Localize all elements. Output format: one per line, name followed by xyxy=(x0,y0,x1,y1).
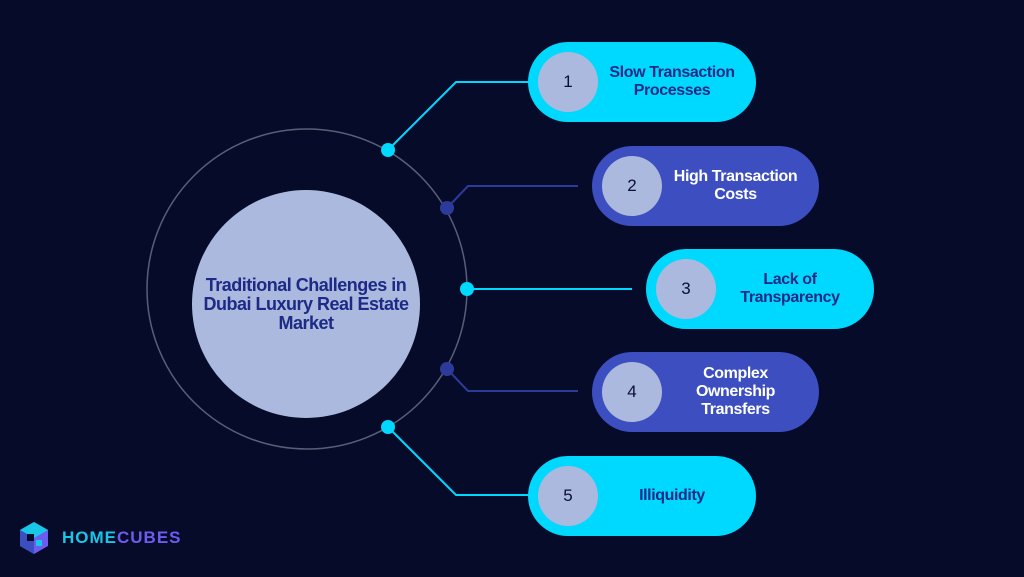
brand-logo: HOMECUBES xyxy=(16,520,182,556)
connector-line-4 xyxy=(446,368,578,392)
cube-logo-icon xyxy=(20,522,48,554)
challenge-item-5: 5 Illiquidity xyxy=(528,456,756,536)
center-title: Traditional Challenges in Dubai Luxury R… xyxy=(203,274,409,333)
item-label-4: Complex Ownership Transfers xyxy=(695,365,776,418)
connector-line-5 xyxy=(387,426,530,496)
brand-part-2: CUBES xyxy=(117,528,182,547)
item-number-4: 4 xyxy=(602,362,662,422)
item-number-1: 1 xyxy=(538,52,598,112)
item-label-2: High Transaction Costs xyxy=(673,168,798,203)
connector-dot-2 xyxy=(440,201,454,215)
item-number-2: 2 xyxy=(602,156,662,216)
item-number-5: 5 xyxy=(538,466,598,526)
connector-dot-5 xyxy=(381,420,395,434)
challenge-item-3: 3 Lack of Transparency xyxy=(646,249,874,329)
item-label-3: Lack of Transparency xyxy=(740,271,840,306)
connector-dot-1 xyxy=(381,143,395,157)
item-number-3: 3 xyxy=(656,259,716,319)
item-label-5: Illiquidity xyxy=(639,487,705,504)
brand-wordmark: HOMECUBES xyxy=(62,528,182,548)
connector-dot-3 xyxy=(460,282,474,296)
item-label-1: Slow Transaction Processes xyxy=(609,64,735,99)
challenge-item-1: 1 Slow Transaction Processes xyxy=(528,42,756,122)
challenge-item-2: 2 High Transaction Costs xyxy=(592,146,819,226)
brand-part-1: HOME xyxy=(62,528,117,547)
connector-dot-4 xyxy=(440,362,454,376)
center-node: Traditional Challenges in Dubai Luxury R… xyxy=(192,190,420,418)
connector-line-2 xyxy=(446,185,578,209)
connector-line-1 xyxy=(387,81,530,151)
challenge-item-4: 4 Complex Ownership Transfers xyxy=(592,352,819,432)
